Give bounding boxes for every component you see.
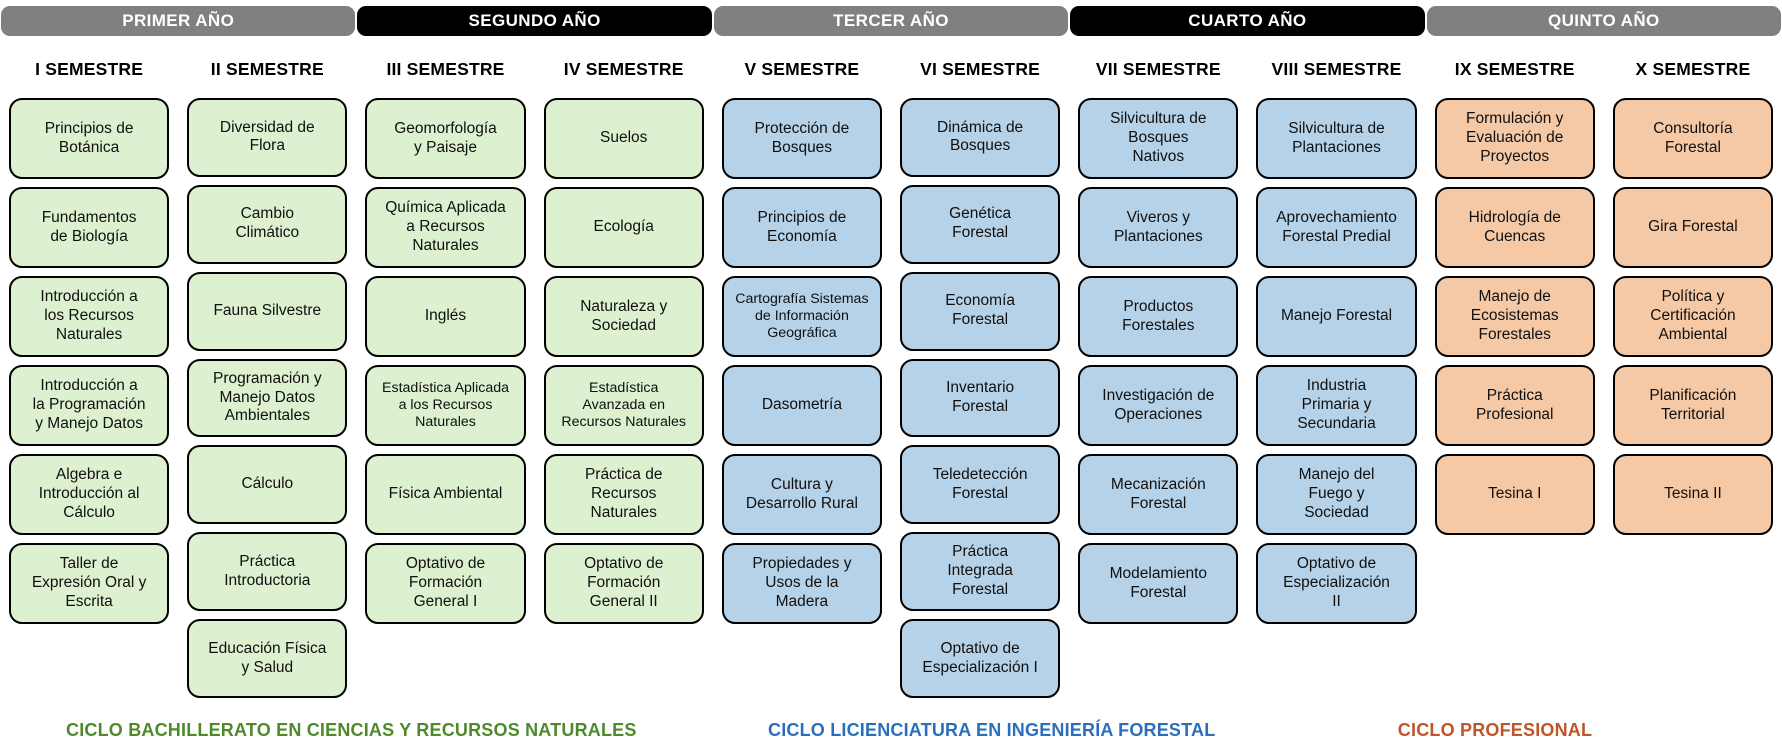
year-header-4: CUARTO AÑO	[1070, 6, 1425, 36]
course-box[interactable]: Fundamentos de Biología	[9, 187, 170, 268]
course-box[interactable]: Naturaleza y Sociedad	[543, 276, 704, 357]
course-box[interactable]: Principios de Economía	[721, 187, 883, 268]
course-box[interactable]: Manejo de Ecosistemas Forestales	[1434, 276, 1595, 357]
course-box[interactable]: Química Aplicada a Recursos Naturales	[365, 187, 526, 268]
course-box[interactable]: Manejo del Fuego y Sociedad	[1256, 454, 1417, 535]
course-box[interactable]: Productos Forestales	[1078, 276, 1239, 357]
course-box[interactable]: Cultura y Desarrollo Rural	[721, 454, 883, 535]
course-box[interactable]: Tesina I	[1434, 454, 1595, 535]
course-box[interactable]: Hidrología de Cuencas	[1434, 187, 1595, 268]
semester-header-row: I SEMESTRE II SEMESTRE III SEMESTRE IV SEME…	[0, 52, 1782, 86]
course-box[interactable]: Optativo de Formación General II	[543, 543, 704, 624]
course-box[interactable]: Inglés	[365, 276, 526, 357]
course-box[interactable]: Optativo de Especialización II	[1256, 543, 1417, 624]
cycle-legend-label-3: CICLO PROFESIONAL	[1397, 720, 1593, 740]
course-box[interactable]: Propiedades y Usos de la Madera	[721, 543, 883, 624]
year-header-1: PRIMER AÑO	[1, 6, 356, 36]
course-box[interactable]: Programación y Manejo Datos Ambientales	[187, 358, 348, 438]
course-box[interactable]: Industria Primaria y Secundaria	[1256, 365, 1417, 446]
course-box[interactable]: Consultoría Forestal	[1612, 98, 1774, 179]
course-box[interactable]: Modelamiento Forestal	[1078, 543, 1239, 624]
semester-header-5: V SEMESTRE	[744, 58, 860, 79]
semester-header-9: IX SEMESTRE	[1454, 58, 1575, 79]
course-box[interactable]: Planificación Territorial	[1612, 365, 1774, 446]
course-box[interactable]: Dasometría	[721, 365, 883, 446]
course-box[interactable]: Genética Forestal	[900, 184, 1061, 264]
course-box[interactable]: Estadística Avanzada en Recursos Natural…	[543, 365, 704, 446]
semester-header-1: I SEMESTRE	[35, 58, 144, 79]
course-box[interactable]: Cambio Climático	[187, 184, 348, 264]
semester-header-8: VIII SEMESTRE	[1271, 58, 1402, 79]
course-box[interactable]: Manejo Forestal	[1256, 276, 1417, 357]
course-box[interactable]: Práctica Integrada Forestal	[900, 532, 1061, 612]
course-box[interactable]: Práctica de Recursos Naturales	[543, 454, 704, 535]
course-box[interactable]: Práctica Introductoria	[187, 532, 348, 612]
course-box[interactable]: Cartografía Sistemas de Información Geog…	[721, 276, 883, 357]
course-box[interactable]: Física Ambiental	[365, 454, 526, 535]
semester-header-10: X SEMESTRE	[1635, 58, 1751, 79]
course-box[interactable]: Gira Forestal	[1612, 187, 1774, 268]
course-box[interactable]: Mecanización Forestal	[1078, 454, 1239, 535]
cycle-legend-label-1: CICLO BACHILLERATO EN CIENCIAS Y RECURSO…	[66, 720, 637, 740]
course-box[interactable]: Inventario Forestal	[900, 358, 1061, 438]
year-header-2: SEGUNDO AÑO	[357, 6, 712, 36]
course-box[interactable]: Ecología	[543, 187, 704, 268]
course-box[interactable]: Introducción a los Recursos Naturales	[9, 276, 170, 357]
course-box[interactable]: Introducción a la Programación y Manejo …	[9, 365, 170, 446]
semester-header-6: VI SEMESTRE	[920, 58, 1041, 79]
semester-header-7: VII SEMESTRE	[1095, 58, 1221, 79]
course-box[interactable]: Diversidad de Flora	[187, 98, 348, 177]
semester-header-3: III SEMESTRE	[386, 58, 505, 79]
course-box[interactable]: Silvicultura de Plantaciones	[1256, 98, 1417, 179]
course-box[interactable]: Dinámica de Bosques	[900, 98, 1061, 177]
course-box[interactable]: Optativo de Formación General I	[365, 543, 526, 624]
semester-header-2: II SEMESTRE	[210, 58, 324, 79]
year-header-5: QUINTO AÑO	[1426, 6, 1782, 36]
course-box[interactable]: Silvicultura de Bosques Nativos	[1078, 98, 1239, 179]
course-box[interactable]: Geomorfología y Paisaje	[365, 98, 526, 179]
course-box[interactable]: Práctica Profesional	[1434, 365, 1595, 446]
course-box[interactable]: Principios de Botánica	[9, 98, 170, 179]
course-box[interactable]: Optativo de Especialización I	[900, 619, 1061, 699]
course-box[interactable]: Economía Forestal	[900, 271, 1061, 351]
course-box[interactable]: Tesina II	[1612, 454, 1774, 535]
course-box[interactable]: Investigación de Operaciones	[1078, 365, 1239, 446]
course-box[interactable]: Taller de Expresión Oral y Escrita	[9, 543, 170, 624]
course-box[interactable]: Estadística Aplicada a los Recursos Natu…	[365, 365, 526, 446]
cycle-legend: CICLO BACHILLERATO EN CIENCIAS Y RECURSO…	[0, 720, 1782, 750]
semester-header-4: IV SEMESTRE	[563, 58, 684, 79]
course-box[interactable]: Algebra e Introducción al Cálculo	[9, 454, 170, 535]
cycle-legend-label-2: CICLO LICIENCIATURA EN INGENIERÍA FOREST…	[768, 720, 1216, 740]
course-box[interactable]: Formulación y Evaluación de Proyectos	[1434, 98, 1595, 179]
year-header-3: TERCER AÑO	[713, 6, 1069, 36]
course-box[interactable]: Suelos	[543, 98, 704, 179]
course-box[interactable]: Cálculo	[187, 445, 348, 525]
course-box[interactable]: Educación Física y Salud	[187, 619, 348, 699]
course-box[interactable]: Política y Certificación Ambiental	[1612, 276, 1774, 357]
course-box[interactable]: Fauna Silvestre	[187, 271, 348, 351]
course-box[interactable]: Aprovechamiento Forestal Predial	[1256, 187, 1417, 268]
course-box[interactable]: Viveros y Plantaciones	[1078, 187, 1239, 268]
course-box[interactable]: Teledetección Forestal	[900, 445, 1061, 525]
course-box[interactable]: Protección de Bosques	[721, 98, 883, 179]
